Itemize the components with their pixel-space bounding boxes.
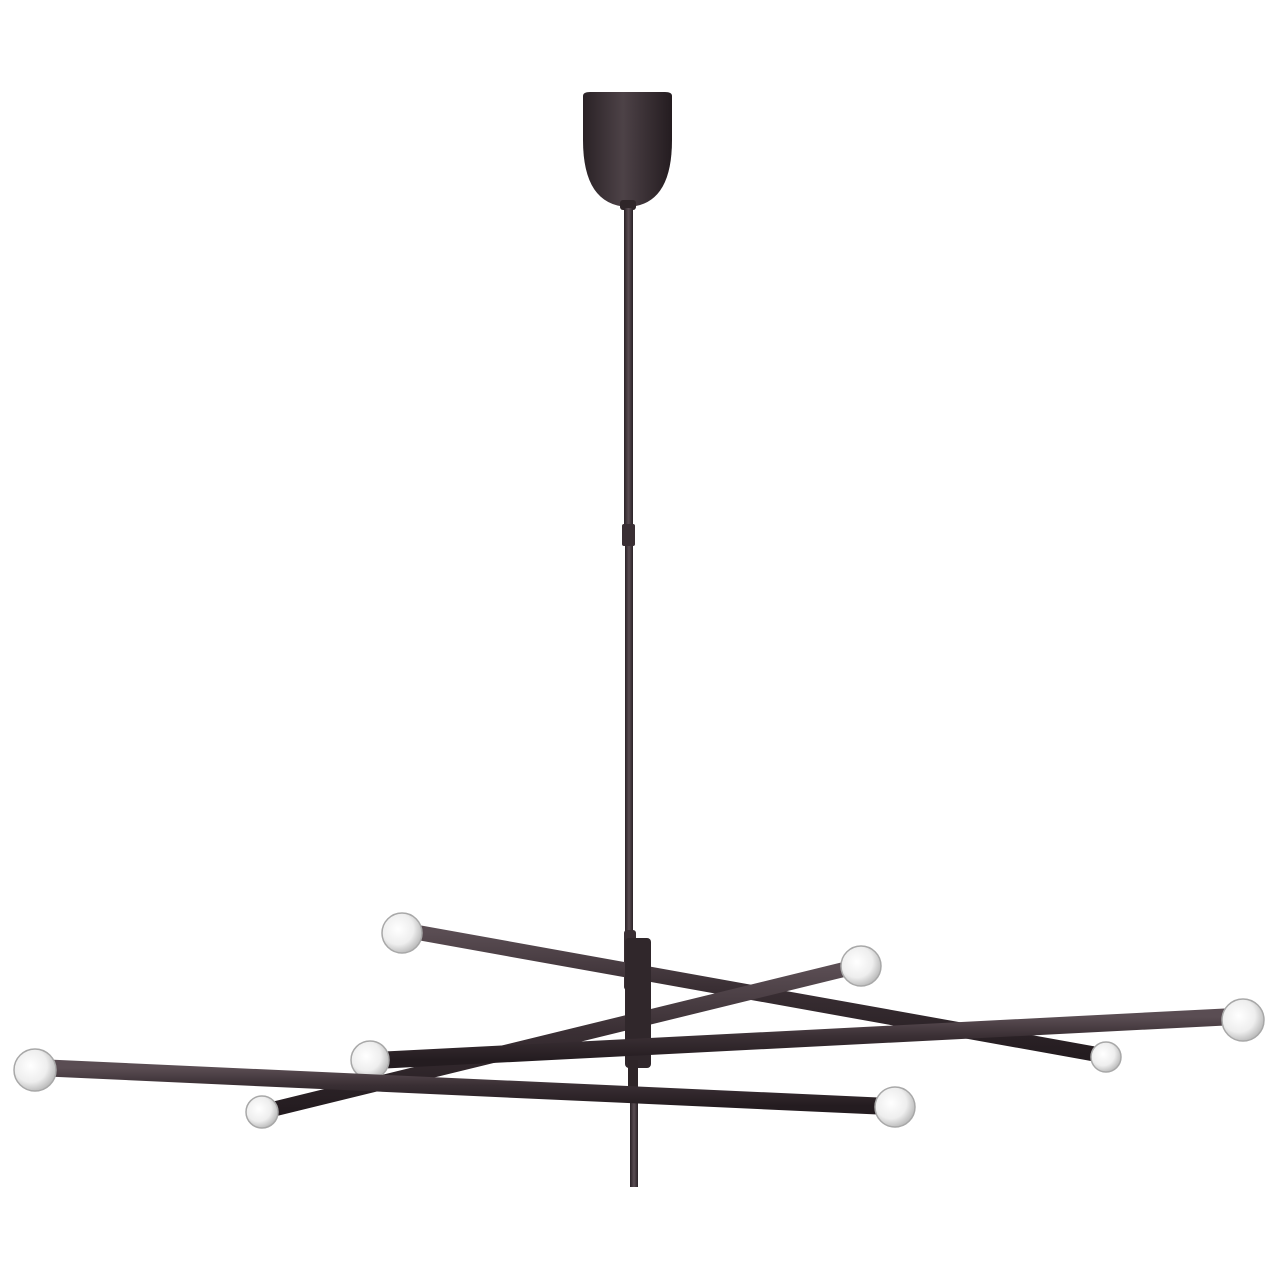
bulb-upper-left (381, 912, 423, 954)
center-hub (625, 938, 651, 1187)
bulb-front-left (13, 1048, 57, 1092)
bulb-upper-right (1090, 1041, 1122, 1073)
bulb-front-right (874, 1086, 916, 1128)
bulb-diagonal-right (840, 945, 882, 987)
downrod (622, 208, 636, 990)
bulb-center-left (350, 1040, 390, 1080)
arm-front (13, 1048, 916, 1128)
ceiling-canopy (583, 92, 672, 210)
arm-center-long (350, 998, 1265, 1080)
bulb-center-right (1221, 998, 1265, 1042)
bulb-diagonal-left (245, 1095, 279, 1129)
